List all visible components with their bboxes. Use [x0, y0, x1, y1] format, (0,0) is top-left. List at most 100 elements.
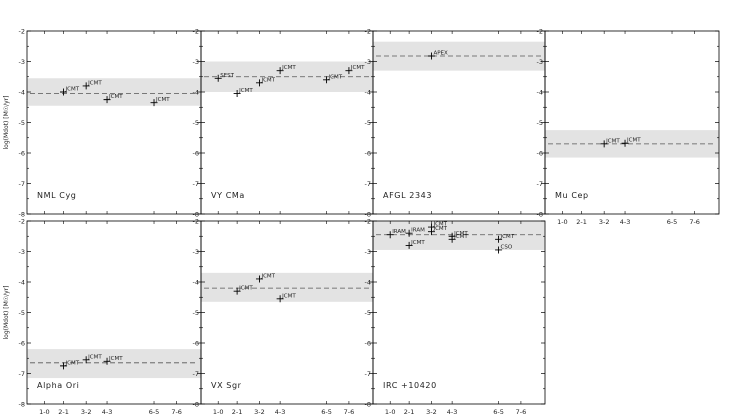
panel-frame [200, 30, 374, 215]
y-tick-label: -8 [193, 211, 199, 219]
point-label: JCMT [350, 65, 365, 71]
x-tick-label: 1-0 [557, 218, 568, 226]
x-tick-label: 7-6 [171, 408, 182, 415]
y-tick-label: -5 [19, 309, 25, 317]
uncertainty-band [201, 272, 373, 302]
x-tick-label: 4-3 [102, 408, 113, 415]
x-tick-label: 2-1 [58, 408, 69, 415]
data-point [323, 76, 331, 84]
panel-frame [544, 30, 720, 215]
point-label: IRAM [392, 229, 406, 235]
data-point [60, 88, 68, 96]
x-tick-label: 6-5 [667, 218, 678, 226]
y-tick-label: -6 [365, 150, 371, 158]
x-tick-label: 4-3 [447, 408, 458, 415]
y-tick-label: -7 [365, 370, 371, 378]
data-point [600, 140, 608, 148]
y-tick-label: -6 [193, 340, 199, 348]
x-tick-label: 1-0 [39, 408, 50, 415]
point-label: JCMT [108, 356, 123, 362]
star-name: VX Sgr [211, 381, 242, 390]
y-tick-label: -5 [365, 309, 371, 317]
y-tick-label: -7 [19, 370, 25, 378]
data-point [345, 67, 353, 75]
y-tick-label: -5 [365, 119, 371, 127]
data-point [60, 362, 68, 370]
y-tick-label: -4 [19, 89, 25, 97]
x-tick-label: 4-3 [620, 218, 631, 226]
data-point [405, 229, 413, 237]
data-point [621, 139, 629, 147]
panel-frame [200, 220, 374, 405]
y-tick-label: -7 [193, 180, 199, 188]
y-tick-label: -6 [365, 340, 371, 348]
point-label: JCMT [626, 138, 641, 144]
y-tick-label: -2 [193, 218, 199, 226]
x-tick-label: 6-5 [493, 408, 504, 415]
y-tick-label: -4 [537, 89, 543, 97]
y-tick-label: -2 [19, 218, 25, 226]
y-tick-label: -8 [365, 211, 371, 219]
uncertainty-band [373, 221, 545, 250]
data-point [82, 356, 90, 364]
y-tick-label: -6 [19, 340, 25, 348]
point-label: JCMT [432, 226, 447, 232]
data-point [495, 246, 503, 254]
point-label: JCMT [328, 74, 343, 80]
point-label: JCMT [260, 273, 275, 279]
y-tick-label: -8 [365, 401, 371, 409]
uncertainty-band [27, 349, 201, 379]
data-point [495, 235, 503, 243]
y-tick-label: -5 [19, 119, 25, 127]
star-name: Mu Cep [555, 191, 589, 200]
data-point [405, 241, 413, 249]
panel-frame [26, 30, 202, 215]
y-tick-label: -7 [537, 180, 543, 188]
y-tick-label: -7 [19, 180, 25, 188]
point-label: JCMT [605, 138, 620, 144]
point-label: JCMT [432, 222, 447, 228]
y-tick-label: -5 [537, 119, 543, 127]
data-point [150, 99, 158, 107]
y-tick-label: -8 [19, 211, 25, 219]
y-tick-label: -4 [19, 279, 25, 287]
data-point [448, 235, 456, 243]
data-point [386, 231, 394, 239]
x-tick-label: 7-6 [344, 408, 355, 415]
data-point [82, 82, 90, 90]
x-tick-label: 3-2 [426, 408, 437, 415]
x-tick-label: 7-6 [689, 218, 700, 226]
y-axis-title: log(Mdot) [M☉/yr] [3, 95, 10, 149]
data-point [103, 96, 111, 104]
y-tick-label: -5 [193, 119, 199, 127]
y-tick-label: -3 [19, 248, 25, 256]
point-label: CSO [501, 244, 513, 250]
uncertainty-band [27, 78, 201, 106]
y-tick-label: -3 [19, 58, 25, 66]
y-axis-title: log(Mdot) [M☉/yr] [3, 285, 10, 339]
y-tick-label: -8 [193, 401, 199, 409]
y-tick-label: -5 [193, 309, 199, 317]
data-point [427, 52, 435, 60]
point-label: JCMT [65, 87, 80, 93]
star-name: IRC +10420 [383, 381, 437, 390]
point-label: JCMT [108, 94, 123, 100]
point-label: JCMT [238, 286, 253, 292]
x-tick-label: 1-0 [385, 408, 396, 415]
point-label: JCMT [155, 97, 170, 103]
y-tick-label: -8 [537, 211, 543, 219]
point-label: JCMT [453, 231, 468, 237]
y-tick-label: -6 [19, 150, 25, 158]
y-tick-label: -3 [537, 58, 543, 66]
x-tick-label: 6-5 [321, 408, 332, 415]
point-label: JCMT [453, 234, 468, 240]
point-label: JCMT [65, 360, 80, 366]
data-point [276, 295, 284, 303]
y-tick-label: -2 [365, 28, 371, 36]
data-point [276, 67, 284, 75]
